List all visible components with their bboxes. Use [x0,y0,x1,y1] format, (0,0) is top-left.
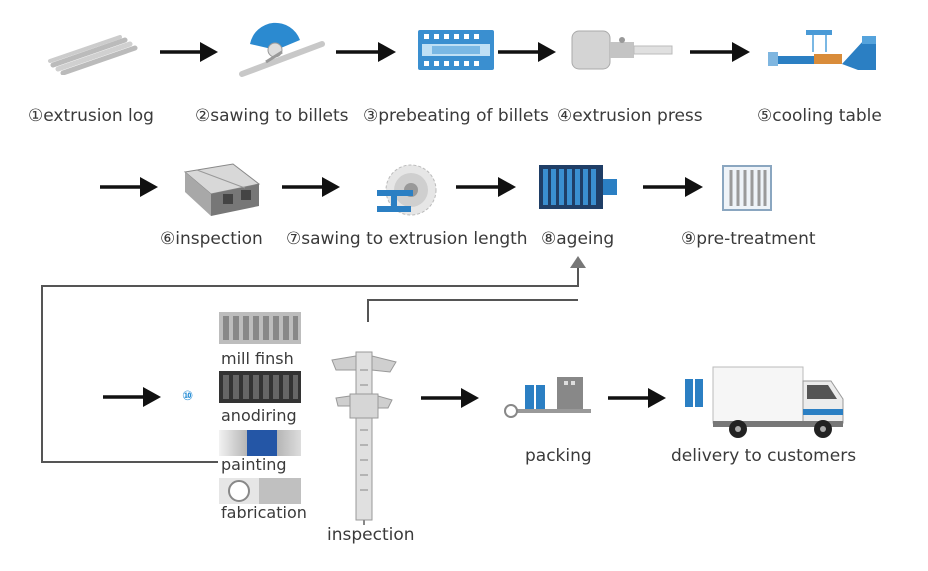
finish-painting-label: painting [221,455,287,474]
step-5-label: ⑤cooling table [757,106,882,126]
step-7-label: ⑦sawing to extrusion length [286,229,528,249]
finish-anodizing-label: anodiring [221,406,297,425]
saw-blade-icon [239,22,325,77]
delivery-truck-icon [685,366,844,438]
step-9-label: ⑨pre-treatment [681,229,816,249]
step-3-label: ③prebeating of billets [363,106,549,126]
finish-fabrication-label: fabrication [221,503,307,522]
inspection-label: inspection [327,525,415,545]
length-saw-icon [377,164,437,216]
painting-icon [219,430,301,456]
aluminum-profile-icon [183,163,261,216]
cooling-table-icon [768,30,876,70]
step-2-label: ②sawing to billets [195,106,349,126]
anodizing-icon [219,371,301,403]
ageing-oven-icon [539,165,617,209]
step-8-label: ⑧ageing [541,229,615,249]
heating-furnace-icon [418,30,494,70]
pretreatment-rack-icon [722,165,772,211]
fabrication-icon [219,478,301,504]
step-6-label: ⑥inspection [160,229,263,249]
finish-mill-label: mill finsh [221,349,294,368]
caliper-icon [331,351,397,525]
mill-finish-icon [219,312,301,344]
delivery-label: delivery to customers [671,446,857,466]
step-10-marker: ⑩ [182,389,194,404]
step-1-label: ①extrusion log [28,106,154,126]
extrusion-log-icon [48,35,138,75]
packing-conveyor-icon [504,377,591,418]
extrusion-press-icon [571,30,673,70]
step-4-label: ④extrusion press [557,106,703,126]
packing-label: packing [525,446,592,466]
